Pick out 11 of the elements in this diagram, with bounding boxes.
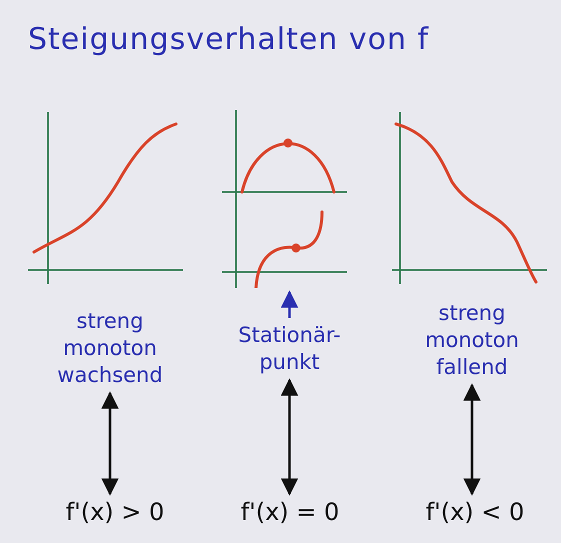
formula: f'(x) < 0 bbox=[395, 498, 555, 526]
description-text: streng monoton wachsend bbox=[30, 308, 190, 389]
arrow bbox=[280, 290, 298, 318]
formula: f'(x) = 0 bbox=[225, 498, 355, 526]
description-text: streng monoton fallend bbox=[392, 300, 552, 381]
title: Steigungsverhalten von f bbox=[28, 22, 430, 57]
arrow bbox=[280, 378, 298, 496]
formula: f'(x) > 0 bbox=[35, 498, 195, 526]
arrow bbox=[463, 383, 481, 496]
arrow bbox=[101, 391, 119, 496]
description-text: Stationär- punkt bbox=[222, 322, 357, 376]
